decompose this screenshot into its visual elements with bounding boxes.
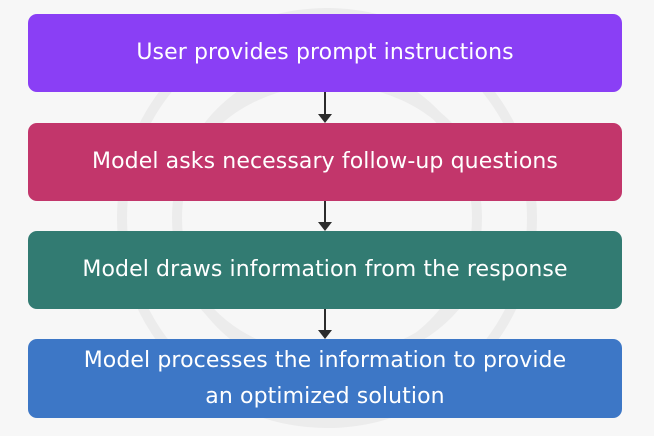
step-user-provides-prompt: User provides prompt instructions — [28, 14, 622, 92]
step-4-text-line-2: an optimized solution — [205, 383, 445, 409]
step-model-draws-information: Model draws information from the respons… — [28, 231, 622, 309]
arrow-down-icon — [318, 92, 332, 123]
step-4-text-line-1: Model processes the information to provi… — [83, 347, 567, 373]
step-model-asks-questions: Model asks necessary follow-up questions — [28, 123, 622, 201]
step-1-text-line-1: User provides prompt instructions — [136, 40, 514, 65]
step-2-text-line-1: Model asks necessary follow-up questions — [92, 149, 558, 174]
arrow-down-icon — [318, 309, 332, 339]
step-model-processes-information: Model processes the information to provi… — [28, 339, 622, 418]
step-3-text-line-1: Model draws information from the respons… — [82, 257, 568, 282]
arrow-down-icon — [318, 201, 332, 231]
